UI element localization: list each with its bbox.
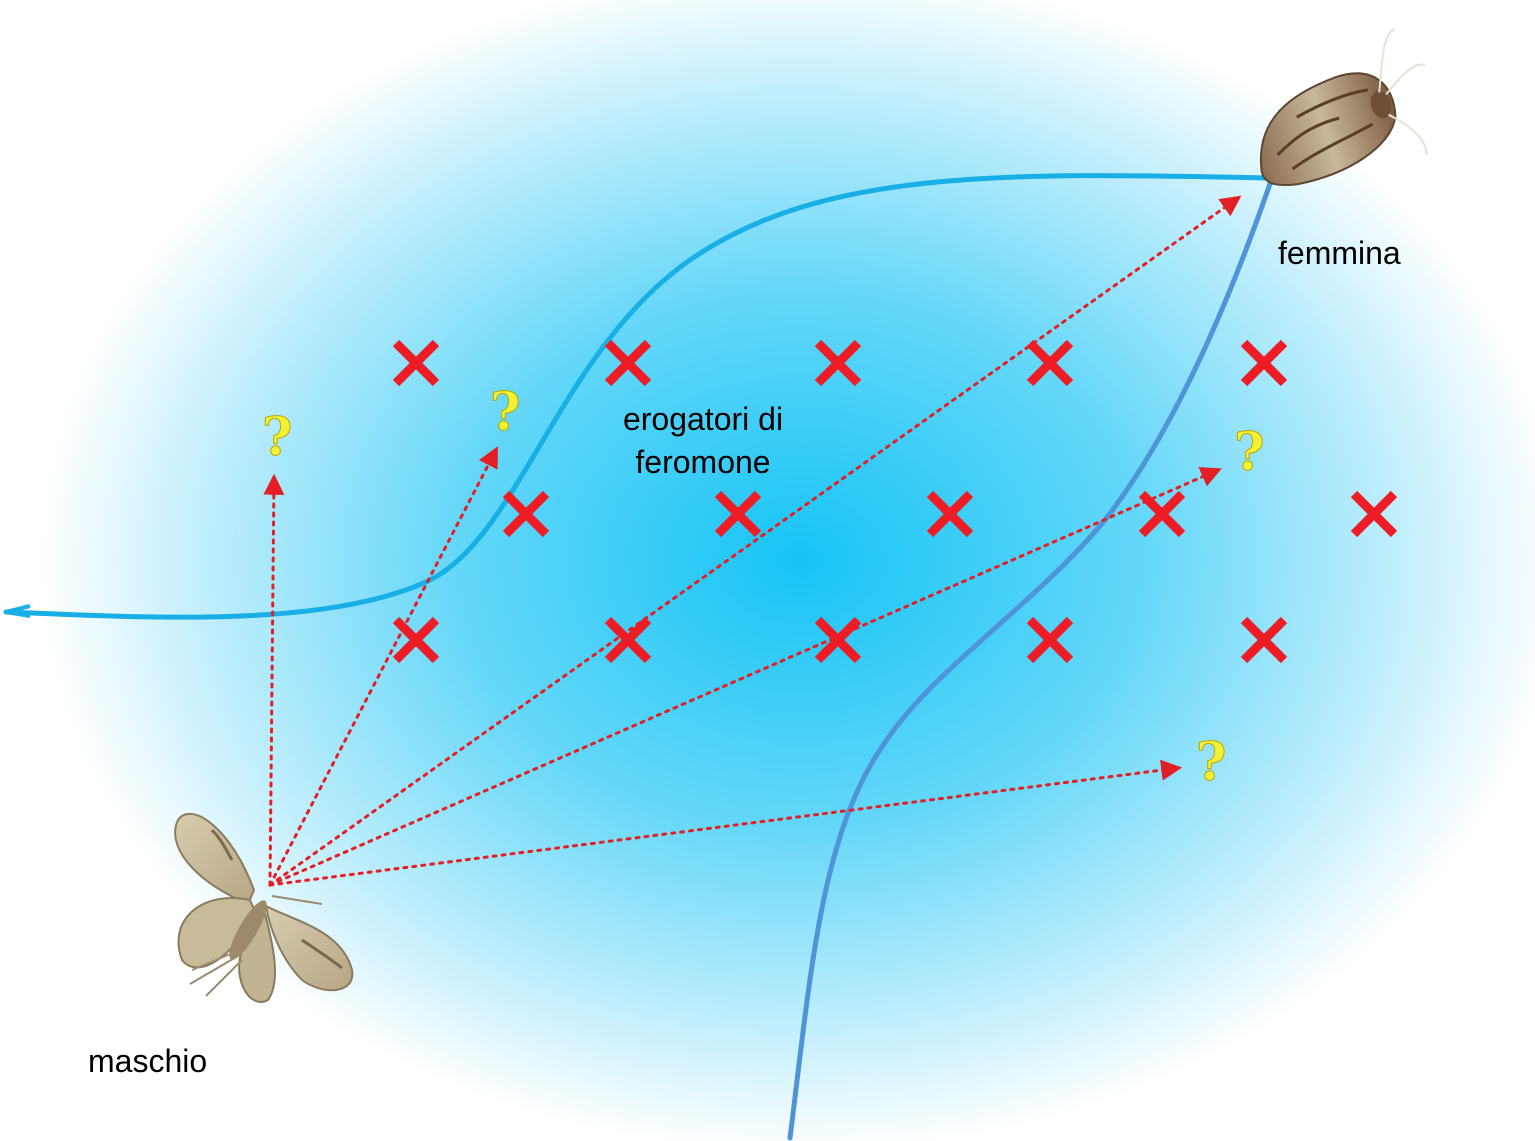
x-icon <box>1240 616 1288 664</box>
x-icon <box>1138 490 1186 538</box>
x-icon <box>714 490 762 538</box>
question-mark: ? <box>262 407 292 468</box>
male-moth-icon <box>174 813 354 1003</box>
trajectory-arrow <box>268 195 1242 887</box>
question-mark: ? <box>490 382 520 443</box>
trajectory-arrow <box>268 759 1183 887</box>
pheromone-cloud <box>10 0 1535 1141</box>
question-mark: ? <box>1196 732 1226 793</box>
x-icon <box>926 490 974 538</box>
plume-line-tail-left <box>5 604 31 618</box>
male-trajectories <box>263 195 1242 887</box>
trajectory-arrow <box>268 467 1222 887</box>
female-label: femmina <box>1278 235 1401 271</box>
x-icon <box>1240 339 1288 387</box>
plume-line-vertical <box>787 175 1275 1141</box>
dispensers-grid <box>392 339 1398 664</box>
x-icon <box>1026 616 1074 664</box>
x-icon <box>392 339 440 387</box>
dispensers-label: erogatori di feromone <box>622 401 784 481</box>
male-label: maschio <box>88 1043 208 1079</box>
trajectory-arrow <box>268 446 498 887</box>
x-icon <box>814 339 862 387</box>
x-icon <box>604 339 652 387</box>
plume-line-horizontal <box>3 173 1271 620</box>
x-icon <box>1350 490 1398 538</box>
female-moth-icon <box>1259 27 1428 187</box>
x-icon <box>604 616 652 664</box>
x-icon <box>1026 339 1074 387</box>
x-icon <box>502 490 550 538</box>
x-icon <box>814 616 862 664</box>
x-icon <box>392 616 440 664</box>
question-mark: ? <box>1234 422 1264 483</box>
